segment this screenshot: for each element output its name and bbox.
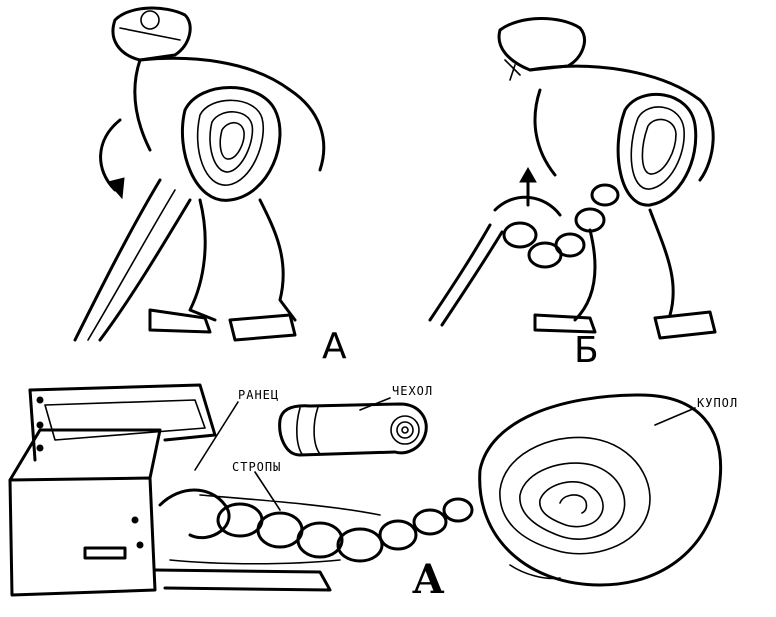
panel-a-label: А [322, 326, 347, 367]
leader-lines [194, 397, 696, 511]
chekhol-label: ЧЕХОЛ [392, 384, 434, 398]
panel-c-figure [8, 383, 723, 597]
panel-a-figure [73, 6, 326, 342]
panel-c-label: А [412, 556, 445, 603]
panel-b-figure [428, 17, 717, 340]
kupol-label: КУПОЛ [697, 396, 739, 410]
ranec-label: РАНЕЦ [238, 388, 280, 402]
panel-b-label: Б [574, 330, 599, 371]
stropy-label: СТРОПЫ [232, 460, 282, 474]
